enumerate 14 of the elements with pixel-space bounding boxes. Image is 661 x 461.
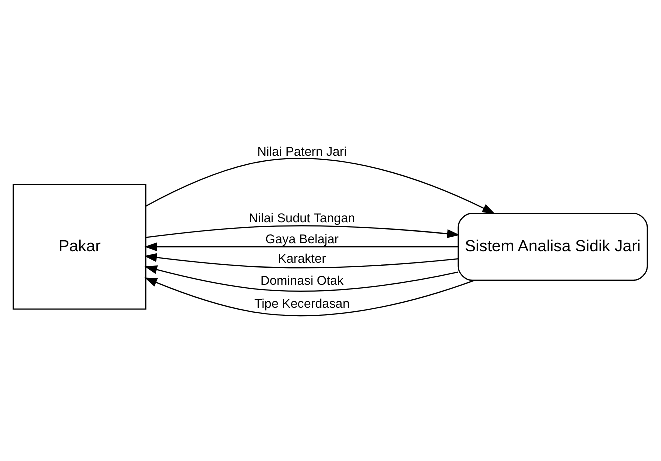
- node-box: Sistem Analisa Sidik Jari: [458, 212, 648, 281]
- arrow: [144, 277, 475, 316]
- arrow: [144, 242, 458, 251]
- arrow: [146, 158, 496, 214]
- edge-label: Nilai Patern Jari: [258, 144, 347, 158]
- edge-label: Nilai Sudut Tangan: [249, 211, 356, 226]
- node-box: Pakar: [12, 184, 147, 310]
- arrow: [144, 252, 458, 268]
- arrow: [146, 225, 460, 238]
- edge-label: Tipe Kecerdasan: [254, 296, 350, 310]
- edge-label: Gaya Belajar: [266, 232, 339, 246]
- edge-label: Karakter: [278, 251, 326, 266]
- arrow: [144, 265, 459, 292]
- edge-label: Dominasi Otak: [260, 273, 344, 288]
